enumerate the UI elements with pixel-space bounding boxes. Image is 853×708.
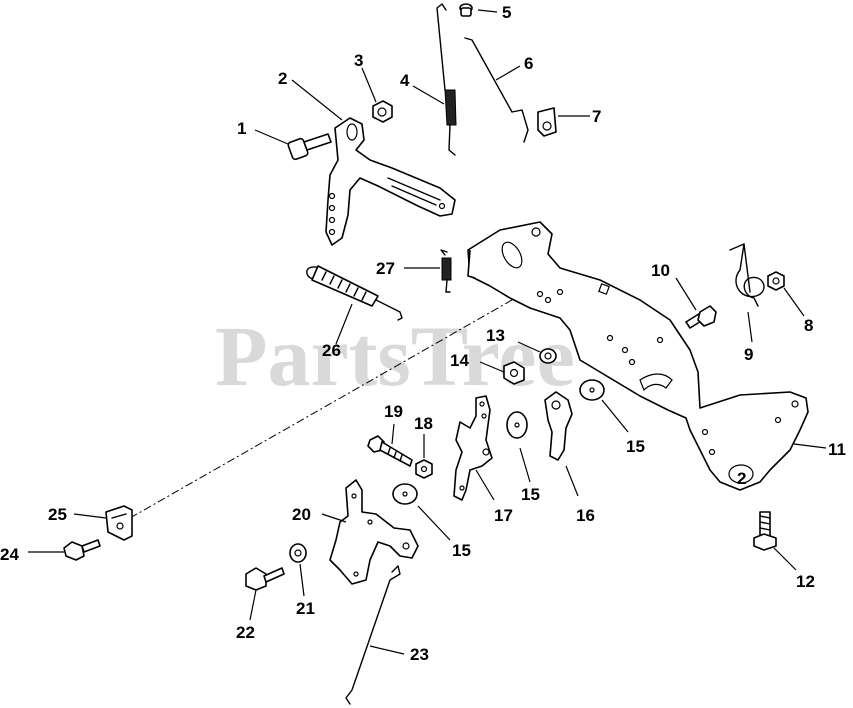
- callout-13[interactable]: 13: [486, 326, 505, 345]
- callout-5[interactable]: 5: [502, 3, 511, 22]
- callout-11[interactable]: 11: [828, 440, 846, 459]
- callout-22[interactable]: 22: [236, 623, 255, 642]
- callout-2[interactable]: 2: [278, 69, 287, 88]
- part-19-bolt[interactable]: [367, 435, 413, 467]
- callout-7[interactable]: 7: [592, 107, 601, 126]
- assembly-line: [129, 283, 541, 519]
- part-15-washer-middle[interactable]: [506, 411, 528, 439]
- part-13-nut[interactable]: [539, 348, 557, 364]
- callout-20[interactable]: 20: [292, 505, 311, 524]
- part-8-nut[interactable]: [767, 271, 785, 291]
- part-16-lever[interactable]: [544, 391, 573, 461]
- callout-1[interactable]: 1: [237, 119, 246, 138]
- part-20-bracket[interactable]: [329, 479, 419, 585]
- part-12-bolt[interactable]: [753, 511, 777, 551]
- part-11-control-plate[interactable]: [467, 221, 809, 491]
- callout-12[interactable]: 12: [796, 572, 815, 591]
- watermark-text: PartsTree: [215, 308, 575, 404]
- callout-24[interactable]: 24: [0, 545, 19, 564]
- callout-3[interactable]: 3: [354, 51, 363, 70]
- part-4-spring[interactable]: [436, 3, 457, 156]
- part-27-spring[interactable]: [440, 249, 452, 293]
- callout-23[interactable]: 23: [410, 645, 429, 664]
- callout-2-plate[interactable]: 2: [737, 469, 746, 488]
- part-15-washer-left[interactable]: [392, 483, 418, 505]
- part-14-nut[interactable]: [503, 361, 525, 385]
- part-24-screw[interactable]: [63, 539, 101, 561]
- part-22-screw[interactable]: [245, 567, 285, 591]
- callout-25[interactable]: 25: [48, 505, 67, 524]
- part-18-nut[interactable]: [415, 459, 433, 479]
- part-6-rod[interactable]: [464, 37, 529, 143]
- part-26-spring[interactable]: [306, 265, 403, 321]
- callout-15-right[interactable]: 15: [626, 437, 645, 456]
- callout-10[interactable]: 10: [651, 261, 670, 280]
- callout-8[interactable]: 8: [804, 316, 813, 335]
- part-25-clamp[interactable]: [105, 505, 133, 541]
- callout-17[interactable]: 17: [494, 506, 513, 525]
- part-15-washer-right[interactable]: [579, 379, 605, 401]
- callout-4[interactable]: 4: [400, 71, 410, 90]
- part-3-nut[interactable]: [372, 100, 393, 123]
- part-9-torsion-spring[interactable]: [729, 243, 765, 307]
- callout-15-left[interactable]: 15: [452, 541, 471, 560]
- part-1-screw[interactable]: [287, 133, 332, 161]
- callout-21[interactable]: 21: [296, 599, 315, 618]
- part-21-washer[interactable]: [289, 543, 307, 563]
- part-2-bracket[interactable]: [325, 117, 456, 246]
- part-7-clip[interactable]: [537, 107, 557, 137]
- callout-18[interactable]: 18: [414, 414, 433, 433]
- callout-14[interactable]: 14: [450, 351, 469, 370]
- callout-19[interactable]: 19: [384, 402, 403, 421]
- part-5-cap[interactable]: [459, 3, 473, 17]
- callout-26[interactable]: 26: [322, 341, 341, 360]
- callout-15-middle[interactable]: 15: [521, 485, 540, 504]
- part-10-screw[interactable]: [685, 305, 717, 329]
- part-17-bracket[interactable]: [453, 395, 493, 501]
- callout-6[interactable]: 6: [524, 54, 533, 73]
- callout-27[interactable]: 27: [376, 259, 395, 278]
- leader-lines: [28, 9, 827, 655]
- part-23-rod[interactable]: [345, 565, 401, 705]
- callout-16[interactable]: 16: [576, 506, 595, 525]
- callout-labels: 1 2 2 3 4 5 6 7 8 9 10 11 12 13 14 15 15…: [0, 3, 846, 664]
- callout-9[interactable]: 9: [744, 345, 753, 364]
